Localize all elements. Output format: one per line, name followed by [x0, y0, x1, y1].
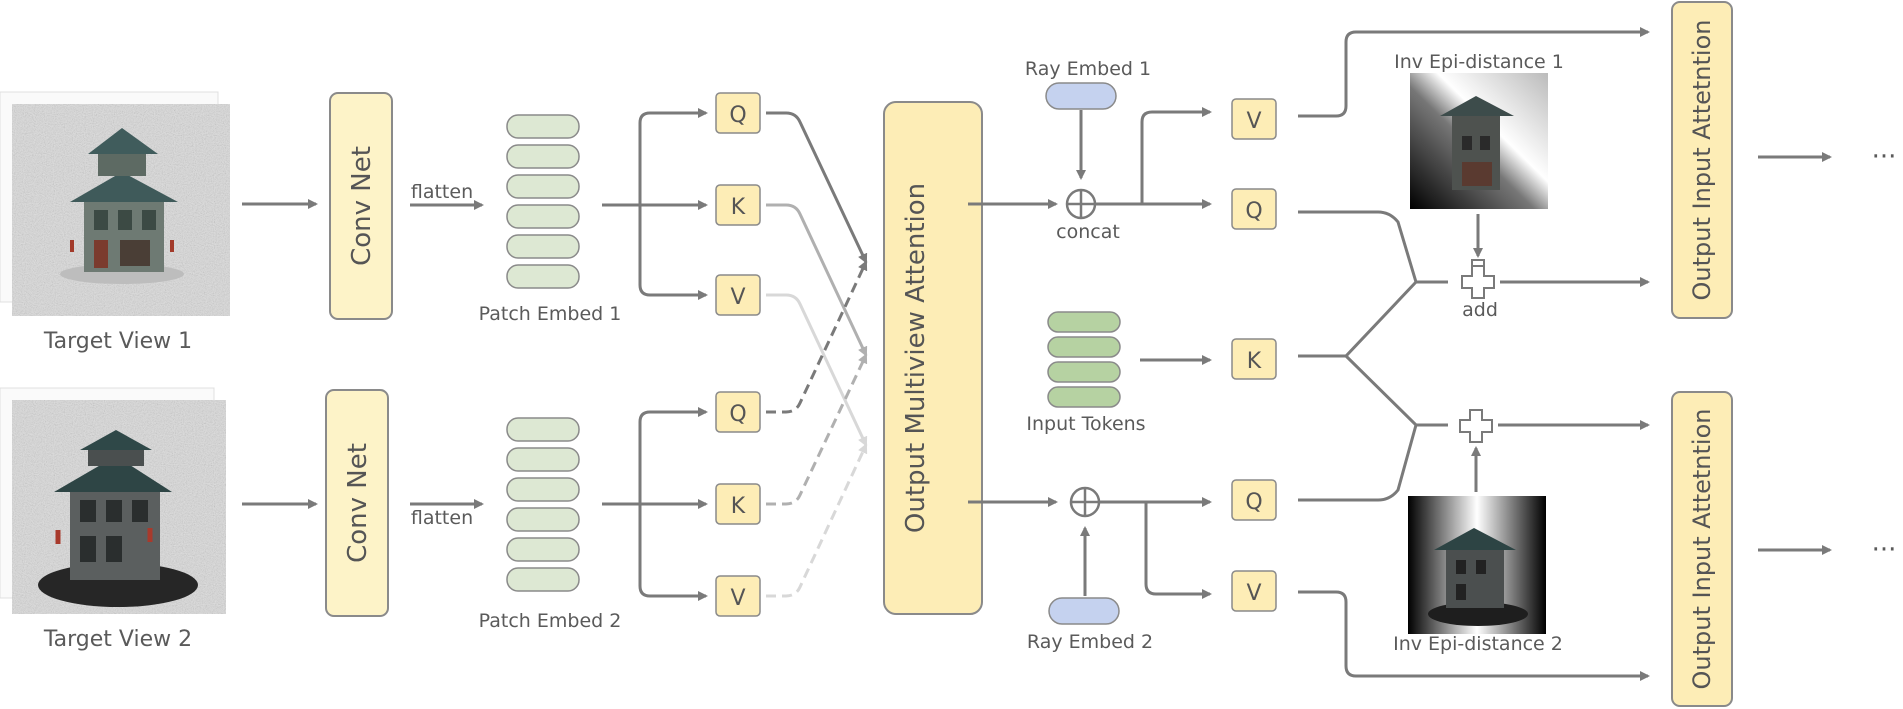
k-box-3: K — [1231, 338, 1277, 380]
inv-epi-distance-2-label: Inv Epi-distance 2 — [1393, 633, 1563, 655]
arrow-v4-output2 — [1298, 590, 1650, 681]
input-attention-1-label: Output Input Attetntion — [1688, 20, 1716, 301]
multiview-attention-label: Output Multiview Attention — [901, 183, 931, 533]
svg-text:Q: Q — [1245, 199, 1262, 224]
svg-text:K: K — [731, 195, 746, 220]
add-plus-2 — [1459, 409, 1493, 443]
v-box-2: V — [715, 575, 761, 617]
k-box-2: K — [715, 483, 761, 525]
concat-circle-1 — [1065, 188, 1097, 220]
ellipsis-2: ··· — [1872, 535, 1897, 565]
svg-text:V: V — [1246, 581, 1261, 606]
qk-merge-lines — [1298, 210, 1448, 502]
svg-text:V: V — [730, 586, 745, 611]
conv-net-2-label: Conv Net — [343, 443, 373, 563]
target-view-1 — [0, 91, 230, 316]
svg-text:K: K — [1247, 349, 1262, 374]
fan-out-qkv-1 — [602, 108, 708, 300]
ellipsis-1: ··· — [1872, 142, 1897, 172]
conv-net-1: Conv Net — [329, 92, 393, 320]
concat1-branches — [1096, 107, 1212, 209]
input-attention-2-label: Output Input Attetntion — [1688, 409, 1716, 690]
patch-embed-1-stack — [506, 114, 580, 289]
target-view-2 — [0, 387, 226, 614]
patch-embed-1-label: Patch Embed 1 — [479, 303, 622, 325]
k-box-1: K — [715, 184, 761, 226]
svg-text:Q: Q — [1245, 490, 1262, 515]
input-tokens-stack — [1047, 311, 1121, 408]
v-box-1: V — [715, 274, 761, 316]
conv-net-1-label: Conv Net — [347, 146, 377, 266]
patch-embed-2-label: Patch Embed 2 — [479, 610, 622, 632]
concat-circle-2 — [1069, 486, 1101, 518]
q-box-4: Q — [1231, 479, 1277, 521]
flatten-label-2: flatten — [411, 507, 473, 529]
multiview-attention-block: Output Multiview Attention — [883, 101, 983, 615]
input-attention-block-1: Output Input Attetntion — [1671, 1, 1733, 319]
fan-out-qkv-2 — [602, 407, 708, 601]
arrow-v3-output1 — [1298, 27, 1650, 118]
qkv-to-multiview — [766, 111, 868, 598]
flatten-label-1: flatten — [411, 181, 473, 203]
conv-net-2: Conv Net — [325, 389, 389, 617]
ray-embed-2-pill — [1048, 597, 1120, 625]
target-view-1-label: Target View 1 — [43, 329, 192, 354]
input-tokens-label: Input Tokens — [1026, 413, 1145, 435]
add-plus-1 — [1461, 259, 1495, 299]
svg-text:Q: Q — [729, 402, 746, 427]
q-box-3: Q — [1231, 188, 1277, 230]
add-label: add — [1462, 299, 1498, 321]
svg-text:Q: Q — [729, 103, 746, 128]
inv-epi-distance-1-label: Inv Epi-distance 1 — [1394, 51, 1564, 73]
svg-text:V: V — [1246, 109, 1261, 134]
svg-text:V: V — [730, 285, 745, 310]
ray-embed-1-label: Ray Embed 1 — [1025, 58, 1151, 80]
patch-embed-2-stack — [506, 417, 580, 592]
inv-epi-distance-1-image — [1410, 73, 1548, 209]
q-box-1: Q — [715, 92, 761, 134]
v-box-3: V — [1231, 98, 1277, 140]
concat2-branches — [1100, 497, 1212, 599]
v-box-4: V — [1231, 570, 1277, 612]
inv-epi-distance-2-image — [1408, 496, 1546, 634]
concat-label: concat — [1056, 221, 1120, 243]
svg-text:K: K — [731, 494, 746, 519]
ray-embed-2-label: Ray Embed 2 — [1027, 631, 1153, 653]
target-view-2-label: Target View 2 — [43, 627, 192, 652]
building-icon-1 — [60, 128, 184, 284]
q-box-2: Q — [715, 391, 761, 433]
input-attention-block-2: Output Input Attetntion — [1671, 391, 1733, 707]
building-icon-2 — [38, 430, 198, 607]
ray-embed-1-pill — [1045, 82, 1117, 110]
